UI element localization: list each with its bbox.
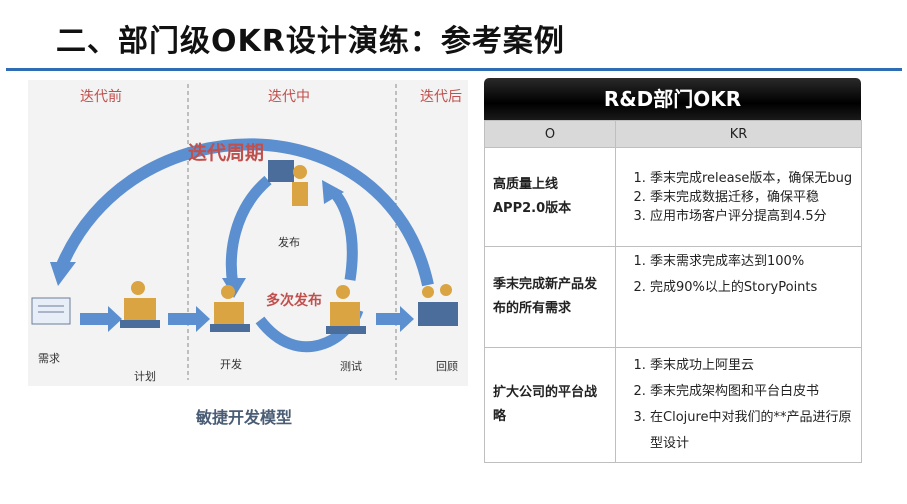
plan-figure	[120, 281, 160, 328]
phase-label-after: 迭代后	[420, 89, 462, 105]
kr-cell: 季末需求完成率达到100% 完成90%以上的StoryPoints	[615, 246, 862, 348]
flow-arrow-1	[80, 313, 108, 325]
table-row: 季末完成新产品发布的所有需求 季末需求完成率达到100% 完成90%以上的Sto…	[484, 246, 862, 348]
diagram-caption: 敏捷开发模型	[196, 408, 293, 427]
objective-cell: 季末完成新产品发布的所有需求	[484, 246, 616, 348]
page-title: 二、部门级OKR设计演练：参考案例	[56, 24, 565, 59]
okr-column-headers: O KR	[484, 120, 862, 148]
flow-arrow-2	[168, 313, 196, 325]
objective-cell: 高质量上线APP2.0版本	[484, 147, 616, 247]
node-label-requirement: 需求	[38, 352, 60, 365]
phase-label-during: 迭代中	[268, 89, 310, 105]
kr-item: 季末成功上阿里云	[650, 353, 855, 379]
multi-release-label: 多次发布	[266, 293, 322, 309]
node-label-plan: 计划	[134, 370, 156, 383]
kr-item: 季末需求完成率达到100%	[650, 249, 855, 275]
requirement-figure	[31, 297, 71, 325]
kr-item: 应用市场客户评分提高到4.5分	[650, 207, 855, 226]
table-row: 扩大公司的平台战略 季末成功上阿里云 季末完成架构图和平台白皮书 在Clojur…	[484, 347, 862, 463]
kr-item: 季末完成架构图和平台白皮书	[650, 379, 855, 405]
test-figure	[326, 285, 366, 334]
agile-flow-graphic	[31, 84, 458, 380]
cycle-arc-right-head	[322, 180, 344, 204]
node-label-test: 测试	[340, 360, 362, 373]
kr-item: 在Clojure中对我们的**产品进行原型设计	[650, 405, 855, 457]
okr-table-header: R&D部门OKR	[484, 78, 861, 120]
node-label-review: 回顾	[436, 360, 458, 373]
cycle-arc-left	[225, 175, 272, 286]
objective-cell: 扩大公司的平台战略	[484, 347, 616, 463]
col-header-kr: KR	[615, 120, 862, 148]
col-header-o: O	[484, 120, 616, 148]
node-label-develop: 开发	[220, 358, 242, 371]
kr-item: 完成90%以上的StoryPoints	[650, 275, 855, 301]
iteration-arc	[54, 138, 434, 287]
cycle-arc-left-head	[222, 278, 246, 298]
flow-arrow-3	[376, 313, 400, 325]
release-figure	[268, 160, 308, 206]
kr-cell: 季末成功上阿里云 季末完成架构图和平台白皮书 在Clojure中对我们的**产品…	[615, 347, 862, 463]
kr-cell: 季末完成release版本，确保无bug 季末完成数据迁移，确保平稳 应用市场客…	[615, 147, 862, 247]
table-row: 高质量上线APP2.0版本 季末完成release版本，确保无bug 季末完成数…	[484, 147, 862, 247]
cycle-label: 迭代周期	[188, 142, 265, 164]
node-label-release: 发布	[278, 236, 300, 249]
kr-item: 季末完成数据迁移，确保平稳	[650, 188, 855, 207]
okr-table: O KR 高质量上线APP2.0版本 季末完成release版本，确保无bug …	[484, 120, 862, 463]
review-figure	[418, 284, 458, 326]
iteration-arc-head	[50, 262, 76, 286]
develop-figure	[210, 285, 250, 332]
phase-label-before: 迭代前	[80, 89, 122, 105]
title-divider	[6, 68, 902, 71]
cycle-arc-right	[329, 187, 358, 281]
kr-item: 季末完成release版本，确保无bug	[650, 169, 855, 188]
agile-model-diagram: 迭代前 迭代中 迭代后 迭代周期 多次发布 需求 计划 开发 发布 测试 回顾	[28, 80, 468, 386]
